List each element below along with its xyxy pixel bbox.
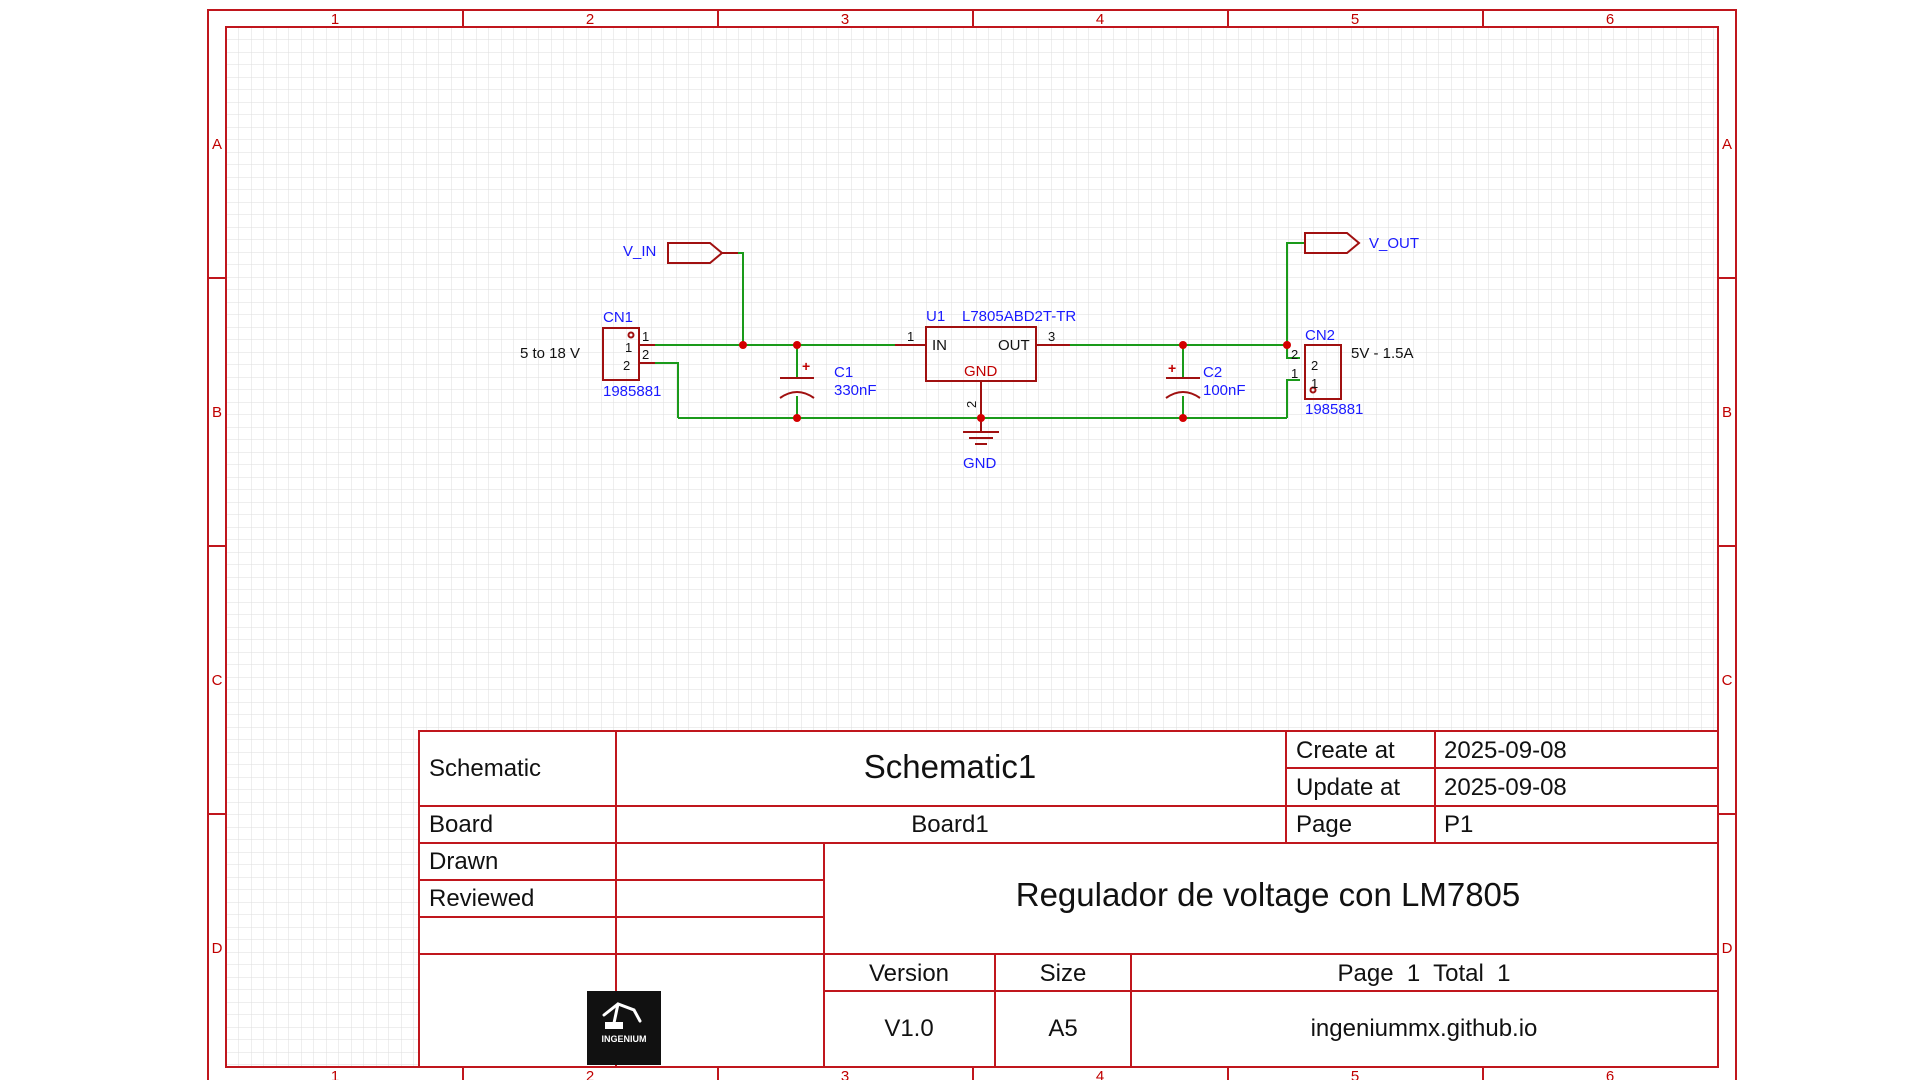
title-board-label: Board [429,811,493,838]
cn2-connector-body [1304,344,1342,400]
cn2-pin1-num: 1 [1291,366,1298,381]
net-label-vin: V_IN [623,243,656,260]
cn1-pin-marker [627,331,635,339]
u1-pin2-num: 2 [964,401,979,408]
c1-plate-bottom [779,391,815,399]
u1-value: L7805ABD2T-TR [962,308,1076,325]
u1-pin3-num: 3 [1048,329,1055,344]
title-schematic-label: Schematic [429,755,541,782]
c2-plate-bottom [1165,391,1201,399]
col-label-bottom-1: 1 [331,1068,339,1080]
c1-value: 330nF [834,382,877,399]
title-block: Schematic Schematic1 Create at 2025-09-0… [418,730,1719,1068]
col-label-top-3: 3 [841,11,849,28]
title-size-value: A5 [1048,1015,1077,1042]
cn2-pin2-num: 2 [1291,347,1298,362]
gnd-net-label: GND [963,455,997,472]
ingenium-logo: INGENIUM [587,991,661,1065]
c1-ref: C1 [834,364,853,381]
col-label-bottom-4: 4 [1096,1068,1104,1080]
junctions [739,341,1291,422]
row-label-right-c: C [1722,672,1733,689]
row-label-left-b: B [212,404,222,421]
cn2-pin1-inner: 1 [1311,376,1318,391]
cn1-pin2-inner: 2 [623,358,630,373]
title-drawing-title: Regulador de voltage con LM7805 [1016,876,1521,913]
cn2-ref: CN2 [1305,327,1335,344]
junction-dot [793,414,801,422]
row-label-right-b: B [1722,404,1732,421]
vin-port-flag [667,242,724,264]
u1-ref: U1 [926,308,945,325]
cn1-ref: CN1 [603,309,633,326]
cn1-pin2-num: 2 [642,347,649,362]
row-label-right-d: D [1722,940,1733,957]
col-label-bottom-2: 2 [586,1068,594,1080]
u1-pin1-num: 1 [907,329,914,344]
logo-text: INGENIUM [602,1034,647,1044]
cn1-value: 1985881 [603,383,661,400]
col-label-top-4: 4 [1096,11,1104,28]
cn1-note: 5 to 18 V [520,345,580,362]
title-drawn-label: Drawn [429,848,498,875]
col-label-bottom-5: 5 [1351,1068,1359,1080]
title-create-label: Create at [1296,737,1395,764]
wire-cn2-pin1 [1286,379,1300,418]
title-update-date: 2025-09-08 [1444,774,1567,801]
junction-dot [793,341,801,349]
col-label-top-2: 2 [586,11,594,28]
junction-dot [977,414,985,422]
title-size-label: Size [1040,960,1087,987]
u1-pin-gnd-label: GND [964,363,998,380]
vout-port-flag [1304,232,1361,254]
col-label-top-6: 6 [1606,11,1614,28]
junction-dot [1179,341,1187,349]
cn2-value: 1985881 [1305,401,1363,418]
wire-vout [1286,242,1305,345]
title-create-date: 2025-09-08 [1444,737,1567,764]
u1-pin-in-label: IN [932,337,947,354]
cn1-pin1-num: 1 [642,329,649,344]
title-page-value: P1 [1444,811,1473,838]
junction-dot [739,341,747,349]
title-schematic-name: Schematic1 [864,748,1036,785]
row-label-left-c: C [212,672,223,689]
title-version-value: V1.0 [884,1015,933,1042]
c2-ref: C2 [1203,364,1222,381]
wire-vin [738,252,744,345]
c2-value: 100nF [1203,382,1246,399]
title-board-name: Board1 [911,811,988,838]
wire-cn2-pin2 [1286,345,1300,359]
row-label-left-a: A [212,136,222,153]
cn2-note: 5V - 1.5A [1351,345,1414,362]
junction-dot [1179,414,1187,422]
net-label-vout: V_OUT [1369,235,1419,252]
title-version-label: Version [869,960,949,987]
title-update-label: Update at [1296,774,1400,801]
cn2-pin2-inner: 2 [1311,358,1318,373]
c1-polarity: + [802,358,810,374]
col-label-top-5: 5 [1351,11,1359,28]
col-label-bottom-3: 3 [841,1068,849,1080]
title-reviewed-label: Reviewed [429,885,534,912]
col-label-bottom-6: 6 [1606,1068,1614,1080]
title-website: ingeniummx.github.io [1311,1015,1538,1042]
u1-pin-out-label: OUT [998,337,1030,354]
c2-polarity: + [1168,360,1176,376]
row-label-left-d: D [212,940,223,957]
title-page-label: Page [1296,811,1352,838]
cn1-connector-body [602,327,640,381]
title-page-total: Page 1 Total 1 [1337,960,1510,987]
border-ticks [208,10,1736,1080]
col-label-top-1: 1 [331,11,339,28]
cn1-pin1-inner: 1 [625,340,632,355]
junction-dot [1283,341,1291,349]
row-label-right-a: A [1722,136,1732,153]
wire-cn1-gnd [655,362,679,418]
cn2-pin-marker [1309,386,1317,394]
